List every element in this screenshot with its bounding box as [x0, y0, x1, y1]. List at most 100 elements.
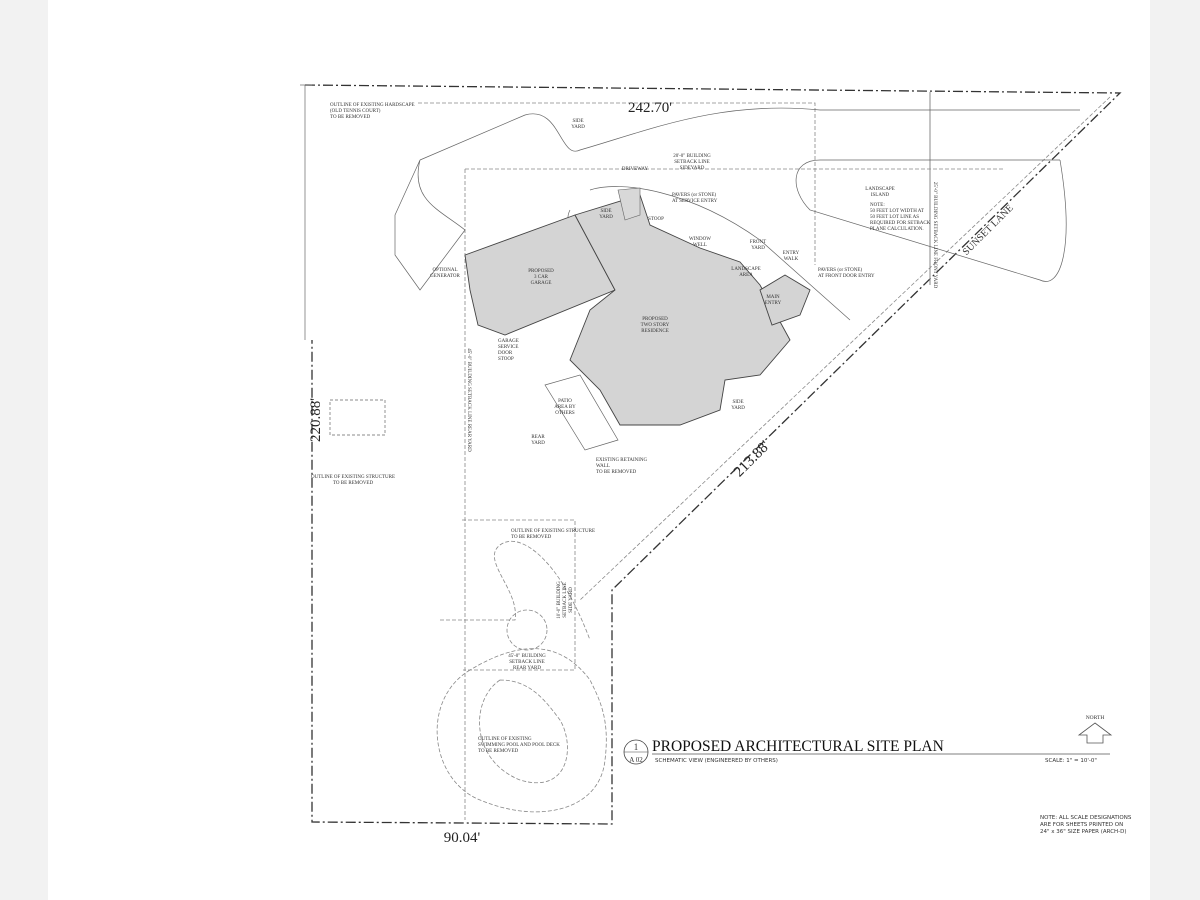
label-pavers-service: PAVERS (or STONE): [672, 193, 716, 198]
label-existing-structure-mid: OUTLINE OF EXISTING STRUCTURE: [511, 529, 595, 534]
label-existing-structure-mid: TO BE REMOVED: [511, 535, 552, 540]
label-pavers-front: PAVERS (or STONE): [818, 268, 862, 273]
note-line: NOTE: ALL SCALE DESIGNATIONS: [1040, 815, 1132, 821]
north-arrow-icon: [1077, 722, 1113, 744]
pool: [479, 679, 568, 783]
patio: [544, 374, 619, 451]
label-patio: PATIO: [558, 399, 572, 404]
label-pavers-service: AT SERVICE ENTRY: [672, 199, 718, 204]
dim-bottom: 90.04': [444, 830, 481, 846]
label-residence: PROPOSED: [642, 317, 668, 322]
label-setback-side: 20'-0" BUILDING: [673, 154, 711, 159]
setback-rear: [462, 519, 576, 671]
label-side-yard-top: YARD: [571, 125, 585, 130]
pool-outline: [436, 648, 607, 813]
label-main-entry: MAIN: [766, 295, 780, 300]
label-landscape-island: ISLAND: [871, 193, 890, 198]
label-setback-rear-left: 45'-0" BUILDING SETBACK LINE REAR YARD: [466, 348, 471, 452]
label-note: REQUIRED FOR SETBACK: [870, 221, 931, 226]
label-garage: PROPOSED: [528, 269, 554, 274]
label-setback-front: 25'-0" BUILDING SETBACK LINE FRONT YARD: [932, 182, 937, 289]
label-pool: OUTLINE OF EXISTING: [478, 737, 532, 742]
label-entry-walk: ENTRY: [783, 251, 800, 256]
dim-top: 242.70': [628, 100, 672, 116]
label-optional-generator: OPTIONAL: [433, 268, 458, 273]
label-side-yard-mid: YARD: [599, 215, 613, 220]
label-note: NOTE:: [870, 203, 885, 208]
property-line: [304, 84, 1122, 825]
label-side-yard-right: YARD: [731, 406, 745, 411]
label-garage-stoop: STOOP: [498, 357, 514, 362]
label-pool: TO BE REMOVED: [478, 749, 519, 754]
label-patio: AREA BY: [554, 405, 576, 410]
street-name: SUNSET LANE: [961, 203, 1016, 258]
existing-structure: [329, 399, 386, 436]
label-setback-side: SETBACK LINE: [674, 160, 709, 165]
driveway-apron: [394, 159, 466, 291]
label-setback-rear: REAR YARD: [513, 666, 541, 671]
label-note: 50 FEET LOT WIDTH AT: [870, 209, 924, 214]
note-line: 24" x 36" SIZE PAPER (ARCH-D): [1040, 829, 1127, 835]
label-residence: RESIDENCE: [641, 329, 669, 334]
label-residence: TWO STORY: [641, 323, 670, 328]
label-setback-side: SIDEYARD: [680, 166, 705, 171]
residence: [569, 194, 791, 426]
label-garage-stoop: GARAGE: [498, 339, 519, 344]
right-margin: [1150, 0, 1200, 900]
label-setback-side-diag: SETBACK LINE: [563, 582, 568, 617]
label-stoop: STOOP: [648, 217, 664, 222]
service-pavers: [617, 187, 641, 221]
label-setback-side-diag: SIDE YARD: [569, 587, 574, 613]
landscape-circle: [506, 609, 548, 651]
label-setback-rear: SETBACK LINE: [509, 660, 544, 665]
label-landscape-area: LANDSCAPE: [731, 267, 760, 272]
dim-left: 220.88': [308, 398, 324, 442]
label-patio: OTHERS: [555, 411, 575, 416]
label-side-yard-right: SIDE: [732, 400, 743, 405]
scale-label: SCALE: 1" = 10'-0": [1045, 758, 1097, 764]
label-retaining-wall: EXISTING RETAINING: [596, 458, 648, 463]
label-setback-side-diag: 10'-0" BUILDING: [557, 581, 562, 619]
label-optional-generator: GENERATOR: [430, 274, 460, 279]
dim-diagonal: 213.88': [731, 438, 774, 481]
detail-number: 1: [634, 742, 639, 752]
label-side-yard-top: SIDE: [572, 119, 583, 124]
label-window-well: WINDOW: [689, 237, 711, 242]
label-existing-structure-left: TO BE REMOVED: [333, 481, 374, 486]
label-hardscape: (OLD TENNIS COURT): [330, 109, 381, 114]
label-garage-stoop: SERVICE: [498, 345, 518, 350]
label-landscape-island: LANDSCAPE: [865, 187, 894, 192]
label-note: 50 FEET LOT LINE AS: [870, 215, 919, 220]
label-front-yard: FRONT: [750, 240, 766, 245]
setback-side: [418, 102, 816, 265]
drawing-sheet: [48, 0, 1150, 900]
label-landscape-area: AREA: [739, 273, 753, 278]
label-existing-structure-left: OUTLINE OF EXISTING STRUCTURE: [311, 475, 395, 480]
label-window-well: WELL: [693, 243, 707, 248]
label-driveway: DRIVEWAY: [622, 167, 649, 172]
setback-diag: [579, 96, 1111, 601]
label-side-yard-mid: SIDE: [600, 209, 611, 214]
label-retaining-wall: TO BE REMOVED: [596, 470, 637, 475]
label-front-yard: YARD: [751, 246, 765, 251]
label-entry-walk: WALK: [784, 257, 799, 262]
label-rear-yard: YARD: [531, 441, 545, 446]
label-garage: GARAGE: [531, 281, 552, 286]
label-setback-rear: 45'-0" BUILDING: [508, 654, 546, 659]
label-note: PLANE CALCULATION.: [870, 227, 924, 232]
label-pool: SWIMMING POOL AND POOL DECK: [478, 743, 560, 748]
label-hardscape: TO BE REMOVED: [330, 115, 371, 120]
entry-pavers: [759, 274, 811, 326]
label-pavers-front: AT FRONT DOOR ENTRY: [818, 274, 875, 279]
label-retaining-wall: WALL: [596, 464, 610, 469]
label-main-entry: ENTRY: [765, 301, 782, 306]
drawing-title: PROPOSED ARCHITECTURAL SITE PLAN: [652, 738, 944, 755]
existing-deck: [440, 540, 591, 641]
note-line: ARE FOR SHEETS PRINTED ON: [1040, 822, 1123, 828]
label-garage: 3 CAR: [534, 275, 549, 280]
drawing-subtitle: SCHEMATIC VIEW (ENGINEERED BY OTHERS): [655, 758, 778, 764]
sheet-note: NOTE: ALL SCALE DESIGNATIONS ARE FOR SHE…: [1040, 815, 1132, 835]
driveway-outline: [419, 107, 1080, 321]
